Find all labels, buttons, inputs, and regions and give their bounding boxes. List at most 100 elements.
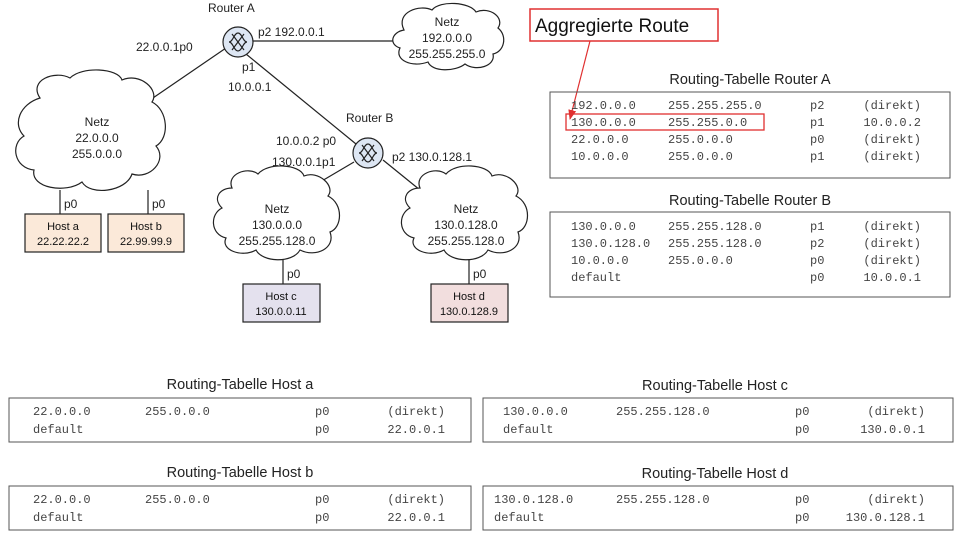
router-a-p1-label: p1 bbox=[242, 60, 256, 74]
host-b-port-label: p0 bbox=[152, 197, 166, 211]
host-c-row-0-gateway: (direkt) bbox=[867, 405, 925, 419]
router-a-row-3-gateway: (direkt) bbox=[863, 150, 921, 164]
host-a-ip: 22.22.22.2 bbox=[37, 236, 89, 248]
host-b-table-box bbox=[8, 485, 472, 531]
host-d-table-title: Routing-Tabelle Host d bbox=[642, 466, 789, 482]
host-d-row-1-port: p0 bbox=[795, 511, 809, 525]
net-d-label: Netz bbox=[454, 202, 479, 216]
aggregate-route-callout bbox=[529, 8, 719, 42]
router-a-p0-label: 22.0.0.1p0 bbox=[136, 40, 193, 54]
router-a-row-2-destination: 22.0.0.0 bbox=[571, 133, 629, 147]
router-b-row-2-destination: 10.0.0.0 bbox=[571, 254, 629, 268]
net-d-addr: 130.0.128.0 bbox=[434, 218, 498, 232]
router-a-p1-ip: 10.0.0.1 bbox=[228, 80, 272, 94]
host-b-ip: 22.99.99.9 bbox=[120, 236, 172, 248]
router-a-label: Router A bbox=[208, 1, 255, 15]
host-b-row-0-port: p0 bbox=[315, 493, 329, 507]
router-a-p2-label: p2 192.0.0.1 bbox=[258, 25, 325, 39]
host-b-row-0-destination: 22.0.0.0 bbox=[33, 493, 91, 507]
host-d: Host d 130.0.128.9 bbox=[430, 283, 509, 323]
host-b: Host b 22.99.99.9 bbox=[107, 213, 185, 253]
router-b-p2-label: p2 130.0.128.1 bbox=[392, 150, 472, 164]
host-d-table: 130.0.128.0 255.255.128.0 p0 (direkt) defaul… bbox=[494, 493, 925, 525]
host-c-port-label: p0 bbox=[287, 267, 301, 281]
host-a-row-0-port: p0 bbox=[315, 405, 329, 419]
host-c-row-0-port: p0 bbox=[795, 405, 809, 419]
host-d-row-1-destination: default bbox=[494, 511, 544, 525]
router-b-row-0-destination: 130.0.0.0 bbox=[571, 220, 636, 234]
net-top-label: Netz bbox=[435, 15, 460, 29]
aggregate-route-arrow bbox=[568, 40, 591, 120]
host-a-row-0-destination: 22.0.0.0 bbox=[33, 405, 91, 419]
router-b-row-1-netmask: 255.255.128.0 bbox=[668, 237, 762, 251]
cloud-net-top bbox=[392, 2, 505, 71]
router-b bbox=[352, 137, 384, 169]
link-router-a-router-b bbox=[245, 53, 357, 145]
host-d-row-1-gateway: 130.0.128.1 bbox=[846, 511, 925, 525]
router-a-row-2-netmask: 255.0.0.0 bbox=[668, 133, 733, 147]
cloud-net-d bbox=[400, 165, 529, 261]
host-a-row-0-gateway: (direkt) bbox=[387, 405, 445, 419]
router-a-row-0-netmask: 255.255.255.0 bbox=[668, 99, 762, 113]
host-a-row-0-netmask: 255.0.0.0 bbox=[145, 405, 210, 419]
link-router-b-net-d bbox=[382, 159, 421, 191]
host-d-row-0-port: p0 bbox=[795, 493, 809, 507]
router-b-row-2-port: p0 bbox=[810, 254, 824, 268]
host-b-row-1-port: p0 bbox=[315, 511, 329, 525]
cloud-net-left bbox=[15, 69, 166, 191]
router-b-row-3-port: p0 bbox=[810, 271, 824, 285]
host-a: Host a 22.22.22.2 bbox=[24, 213, 102, 253]
router-b-table-box bbox=[549, 211, 951, 298]
router-b-row-1-gateway: (direkt) bbox=[863, 237, 921, 251]
router-a-row-1-gateway: 10.0.0.2 bbox=[863, 116, 921, 130]
host-d-row-0-gateway: (direkt) bbox=[867, 493, 925, 507]
router-b-p0-label: 10.0.0.2 p0 bbox=[276, 134, 336, 148]
router-a-row-0-destination: 192.0.0.0 bbox=[571, 99, 636, 113]
router-b-row-1-destination: 130.0.128.0 bbox=[571, 237, 650, 251]
net-left-mask: 255.0.0.0 bbox=[72, 147, 122, 161]
router-a-row-1-destination: 130.0.0.0 bbox=[571, 116, 636, 130]
router-a-table-box bbox=[549, 91, 951, 179]
net-left-addr: 22.0.0.0 bbox=[75, 131, 119, 145]
host-a-table-title: Routing-Tabelle Host a bbox=[167, 377, 315, 393]
router-b-table-title: Routing-Tabelle Router B bbox=[669, 193, 831, 209]
host-d-port-label: p0 bbox=[473, 267, 487, 281]
link-router-a-net-left bbox=[149, 47, 227, 101]
host-a-table-box bbox=[8, 397, 472, 443]
host-c-row-0-netmask: 255.255.128.0 bbox=[616, 405, 710, 419]
host-c-ip: 130.0.0.11 bbox=[255, 306, 306, 318]
router-a-table-title: Routing-Tabelle Router A bbox=[669, 72, 831, 88]
host-a-name: Host a bbox=[47, 221, 80, 233]
host-d-row-0-destination: 130.0.128.0 bbox=[494, 493, 573, 507]
host-b-row-1-gateway: 22.0.0.1 bbox=[387, 511, 445, 525]
net-top-addr: 192.0.0.0 bbox=[422, 31, 472, 45]
router-a-arrows-icon bbox=[228, 32, 248, 52]
router-a-row-0-port: p2 bbox=[810, 99, 824, 113]
net-left-label: Netz bbox=[85, 115, 110, 129]
aggregate-route-highlight bbox=[565, 113, 765, 131]
net-c-label: Netz bbox=[265, 202, 290, 216]
router-b-row-0-gateway: (direkt) bbox=[863, 220, 921, 234]
host-d-row-0-netmask: 255.255.128.0 bbox=[616, 493, 710, 507]
host-c-row-0-destination: 130.0.0.0 bbox=[503, 405, 568, 419]
cloud-net-c bbox=[212, 165, 341, 261]
host-a-row-1-destination: default bbox=[33, 423, 83, 437]
host-b-row-1-destination: default bbox=[33, 511, 83, 525]
router-b-row-3-gateway: 10.0.0.1 bbox=[863, 271, 921, 285]
router-a-row-0-gateway: (direkt) bbox=[863, 99, 921, 113]
host-a-row-1-port: p0 bbox=[315, 423, 329, 437]
aggregate-route-label: Aggregierte Route bbox=[535, 16, 689, 37]
router-a-row-2-port: p0 bbox=[810, 133, 824, 147]
router-a-row-3-netmask: 255.0.0.0 bbox=[668, 150, 733, 164]
router-b-arrows-icon bbox=[358, 143, 378, 163]
host-d-ip: 130.0.128.9 bbox=[440, 306, 498, 318]
router-b-row-1-port: p2 bbox=[810, 237, 824, 251]
host-c-row-1-port: p0 bbox=[795, 423, 809, 437]
host-c-table-box bbox=[482, 397, 954, 443]
net-c-addr: 130.0.0.0 bbox=[252, 218, 302, 232]
host-c: Host c 130.0.0.11 bbox=[242, 283, 321, 323]
